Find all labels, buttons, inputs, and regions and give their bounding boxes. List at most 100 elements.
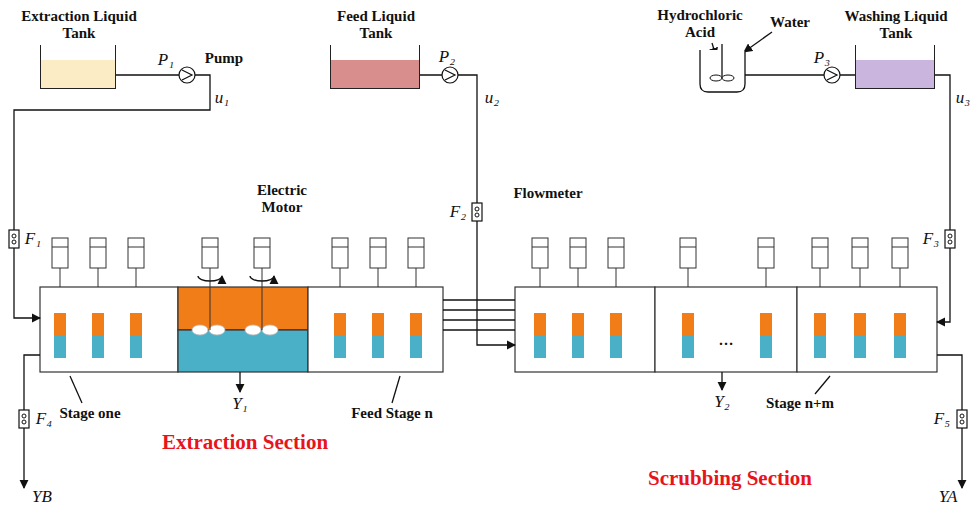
signal-name: u₁ [215, 89, 229, 108]
part-name: Electric Motor [243, 182, 321, 215]
sample-arrow [721, 372, 722, 390]
flowmeter-symbol [472, 203, 482, 221]
organic-bar [682, 313, 694, 336]
pipe [443, 319, 515, 320]
aqueous-bar [534, 336, 546, 358]
input-name: Water [770, 14, 810, 31]
part-name: Pump [205, 50, 243, 67]
flowmeter-symbol [957, 410, 967, 428]
organic-bar [92, 313, 104, 336]
output-name: Y₁ [232, 395, 247, 414]
stage-box [308, 287, 443, 372]
aqueous-bar [410, 336, 422, 358]
tank-title: Extraction Liquid Tank [19, 8, 139, 43]
electric-motor [680, 238, 696, 287]
feed-tank: Feed Liquid Tank [330, 45, 420, 89]
tank-title: Washing Liquid Tank [841, 8, 951, 43]
pump-symbol [182, 70, 192, 80]
impeller [209, 325, 225, 335]
input-name: Hydrochloric Acid [648, 7, 753, 40]
pump-symbol [442, 67, 458, 83]
aqueous-bar [572, 336, 584, 358]
stage-box [515, 287, 655, 372]
aqueous-bar [610, 336, 622, 358]
pump-symbol [827, 70, 837, 80]
electric-motor [370, 238, 386, 287]
organic-bar [610, 313, 622, 336]
flow-name: F₃ [923, 230, 939, 249]
output-name: Y₂ [714, 393, 729, 412]
pipe [443, 309, 515, 310]
signal-name: u₂ [485, 89, 499, 108]
flowmeter-symbol [19, 410, 29, 428]
pipe-connector [935, 75, 950, 322]
rotation-arrow [198, 276, 222, 281]
stirrer [721, 44, 722, 78]
organic-bar [130, 313, 142, 336]
flow-name: F₁ [25, 230, 41, 249]
aqueous-bar [894, 336, 906, 358]
electric-motor [90, 238, 106, 287]
part-name: Stage n+m [766, 395, 834, 412]
aqueous-bar [814, 336, 826, 358]
section-title: Scrubbing Section [648, 466, 812, 490]
pipe-connector [14, 75, 210, 318]
ellipsis: … [719, 332, 734, 349]
impeller [262, 325, 278, 335]
electric-motor [758, 238, 774, 287]
leader-line [392, 376, 400, 403]
scrubbing-section: Scrubbing Section [515, 287, 937, 372]
organic-bar [54, 313, 66, 336]
stage-box [655, 287, 797, 372]
electric-motor [892, 238, 908, 287]
section-title: Extraction Section [162, 430, 328, 454]
aqueous-bar [54, 336, 66, 358]
aqueous-bar [682, 336, 694, 358]
electric-motor [532, 238, 548, 287]
electric-motor [254, 238, 270, 330]
stage-box [797, 287, 937, 372]
electric-motor [570, 238, 586, 287]
signal-name: u₃ [956, 89, 970, 108]
electric-motor [608, 238, 624, 287]
organic-bar [894, 313, 906, 336]
pump-symbol [445, 70, 455, 80]
impeller [245, 325, 261, 335]
stirrer-blade [710, 75, 722, 81]
pipe-connector [420, 75, 515, 345]
pump-symbol [824, 67, 840, 83]
electric-motor [408, 238, 424, 287]
aqueous-bar [372, 336, 384, 358]
part-name: Feed Stage n [351, 405, 433, 422]
organic-bar [410, 313, 422, 336]
pipe [443, 329, 515, 330]
impeller [192, 325, 208, 335]
stage-box [40, 287, 178, 372]
pump-name: P₁ [158, 51, 174, 70]
aqueous-bar [334, 336, 346, 358]
feed-arrow [744, 32, 772, 52]
output-name: YB [32, 488, 52, 507]
leader-line [70, 376, 82, 403]
organic-phase [178, 287, 308, 330]
extraction-section: Extraction Section [40, 287, 443, 372]
flow-name: F₅ [934, 410, 950, 429]
extraction-tank: Extraction Liquid Tank [40, 45, 116, 89]
electric-motor [128, 238, 144, 287]
organic-bar [572, 313, 584, 336]
organic-bar [814, 313, 826, 336]
electric-motor [812, 238, 828, 287]
aqueous-bar [92, 336, 104, 358]
washing-tank: Washing Liquid Tank [855, 45, 935, 89]
output-name: YA [939, 488, 958, 507]
aqueous-bar [130, 336, 142, 358]
flow-name: F₄ [36, 410, 52, 429]
organic-bar [854, 313, 866, 336]
pump-name: P₃ [814, 49, 830, 68]
pump-symbol [179, 67, 195, 83]
organic-bar [372, 313, 384, 336]
flowmeter-symbol [9, 230, 19, 248]
pump-name: P₂ [439, 48, 455, 67]
pipe-connector [443, 299, 515, 300]
